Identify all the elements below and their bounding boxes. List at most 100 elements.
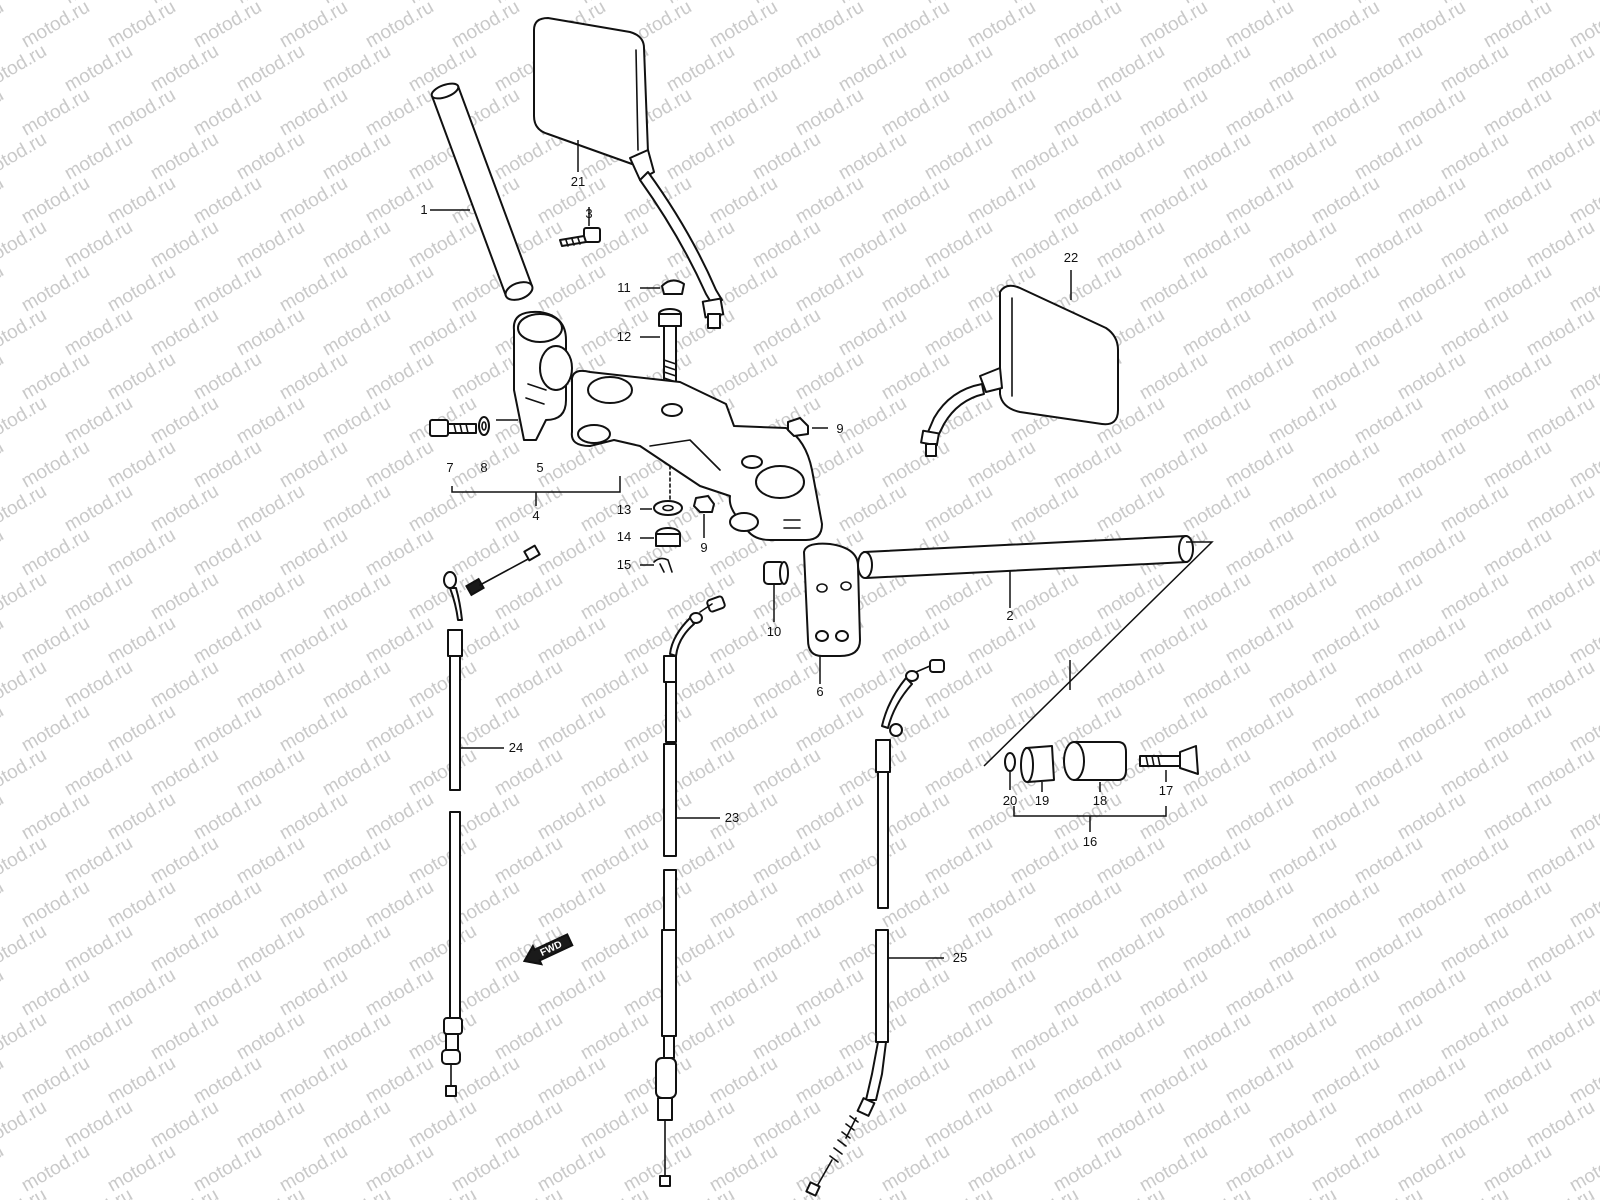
- watermark-text: motod.ru: [1050, 965, 1125, 1021]
- watermark-text: motod.ru: [0, 833, 50, 889]
- watermark-text: motod.ru: [276, 85, 351, 141]
- watermark-text: motod.ru: [405, 305, 480, 361]
- watermark-text: motod.ru: [1523, 745, 1598, 801]
- part-5-left-clamp: [496, 310, 573, 441]
- watermark-text: motod.ru: [835, 393, 910, 449]
- watermark-text: motod.ru: [104, 965, 179, 1021]
- watermark-text: motod.ru: [18, 173, 93, 229]
- watermark-text: motod.ru: [1007, 1185, 1082, 1200]
- watermark-text: motod.ru: [147, 745, 222, 801]
- watermark-text: motod.ru: [706, 613, 781, 669]
- watermark-text: motod.ru: [577, 1009, 652, 1065]
- watermark-text: motod.ru: [1308, 85, 1383, 141]
- watermark-text: motod.ru: [1480, 0, 1555, 52]
- watermark-text: motod.ru: [792, 173, 867, 229]
- part-17-screw: [1139, 745, 1199, 775]
- watermark-text: motod.ru: [18, 349, 93, 405]
- watermark-text: motod.ru: [1222, 173, 1297, 229]
- part-21-left-mirror: [533, 17, 725, 329]
- watermark-text: motod.ru: [1222, 525, 1297, 581]
- watermark-text: motod.ru: [147, 305, 222, 361]
- watermark-text: motod.ru: [1050, 1053, 1125, 1109]
- watermark-text: motod.ru: [1136, 877, 1211, 933]
- part-11-cap: [640, 279, 685, 295]
- watermark-text: motod.ru: [1050, 877, 1125, 933]
- watermark-text: motod.ru: [61, 569, 136, 625]
- part-4-top-bracket: [451, 369, 823, 541]
- watermark-text: motod.ru: [1394, 525, 1469, 581]
- watermark-text: motod.ru: [1007, 129, 1082, 185]
- watermark-text: motod.ru: [1136, 701, 1211, 757]
- watermark-text: motod.ru: [233, 833, 308, 889]
- watermark-text: motod.ru: [835, 41, 910, 97]
- watermark-text: motod.ru: [706, 173, 781, 229]
- watermark-text: motod.ru: [620, 877, 695, 933]
- watermark-text: motod.ru: [362, 437, 437, 493]
- watermark-text: motod.ru: [61, 1097, 136, 1153]
- watermark-text: motod.ru: [362, 789, 437, 845]
- callout-13: 13: [617, 502, 631, 517]
- watermark-text: motod.ru: [534, 1053, 609, 1109]
- watermark-text: motod.ru: [749, 833, 824, 889]
- watermark-text: motod.ru: [1437, 129, 1512, 185]
- watermark-text: motod.ru: [577, 921, 652, 977]
- watermark-text: motod.ru: [233, 1009, 308, 1065]
- watermark-text: motod.ru: [921, 1009, 996, 1065]
- watermark-text: motod.ru: [663, 41, 738, 97]
- watermark-text: motod.ru: [792, 701, 867, 757]
- watermark-text: motod.ru: [749, 129, 824, 185]
- watermark-text: motod.ru: [1437, 305, 1512, 361]
- watermark-text: motod.ru: [792, 965, 867, 1021]
- watermark-text: motod.ru: [1523, 305, 1598, 361]
- watermark-text: motod.ru: [792, 1053, 867, 1109]
- watermark-text: motod.ru: [147, 217, 222, 273]
- watermark-text: motod.ru: [1136, 1141, 1211, 1197]
- watermark-text: motod.ru: [706, 85, 781, 141]
- watermark-text: motod.ru: [1480, 613, 1555, 669]
- watermark-text: motod.ru: [1523, 921, 1598, 977]
- watermark-text: motod.ru: [233, 1185, 308, 1200]
- watermark-text: motod.ru: [104, 349, 179, 405]
- watermark-text: motod.ru: [835, 833, 910, 889]
- watermark-text: motod.ru: [233, 217, 308, 273]
- watermark-text: motod.ru: [964, 437, 1039, 493]
- watermark-text: motod.ru: [1308, 261, 1383, 317]
- watermark-text: motod.ru: [1265, 217, 1340, 273]
- watermark-text: motod.ru: [792, 877, 867, 933]
- part-10-cap: [763, 561, 789, 622]
- watermark-text: motod.ru: [534, 701, 609, 757]
- callout-11: 11: [617, 280, 631, 295]
- watermark-text: motod.ru: [190, 85, 265, 141]
- watermark-text: motod.ru: [104, 1141, 179, 1197]
- part-25-cable: [805, 659, 945, 1197]
- callout-17: 17: [1159, 783, 1173, 798]
- watermark-text: motod.ru: [104, 525, 179, 581]
- watermark-text: motod.ru: [1523, 1009, 1598, 1065]
- watermark-text: motod.ru: [18, 789, 93, 845]
- watermark-text: motod.ru: [276, 437, 351, 493]
- part-22-right-mirror: [920, 270, 1119, 457]
- watermark-text: motod.ru: [792, 349, 867, 405]
- watermark-text: motod.ru: [1007, 921, 1082, 977]
- watermark-text: motod.ru: [620, 789, 695, 845]
- watermark-text: motod.ru: [319, 657, 394, 713]
- watermark-text: motod.ru: [1179, 217, 1254, 273]
- watermark-text: motod.ru: [706, 1141, 781, 1197]
- watermark-text: motod.ru: [620, 965, 695, 1021]
- watermark-text: motod.ru: [1480, 349, 1555, 405]
- watermark-text: motod.ru: [319, 217, 394, 273]
- watermark-text: motod.ru: [0, 1141, 7, 1197]
- watermark-text: motod.ru: [1308, 1141, 1383, 1197]
- watermark-text: motod.ru: [190, 525, 265, 581]
- callout-8: 8: [480, 460, 487, 475]
- watermark-text: motod.ru: [0, 789, 7, 845]
- watermark-text: motod.ru: [362, 525, 437, 581]
- watermark-text: motod.ru: [61, 833, 136, 889]
- watermark-text: motod.ru: [964, 613, 1039, 669]
- watermark-text: motod.ru: [1265, 305, 1340, 361]
- watermark-text: motod.ru: [319, 393, 394, 449]
- watermark-text: motod.ru: [921, 481, 996, 537]
- watermark-text: motod.ru: [1136, 349, 1211, 405]
- watermark-text: motod.ru: [491, 745, 566, 801]
- watermark-text: motod.ru: [362, 613, 437, 669]
